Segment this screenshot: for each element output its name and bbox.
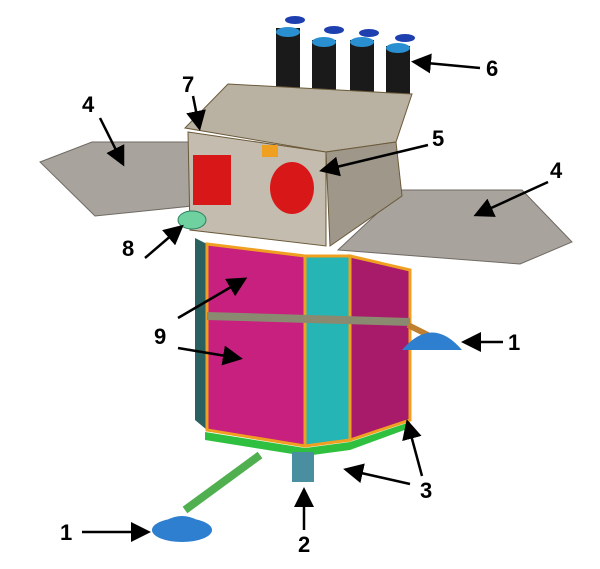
body-cyan-face [303, 254, 352, 448]
left-leg [182, 451, 263, 514]
callout-3: 3 [420, 478, 432, 503]
red-instrument [270, 162, 314, 214]
telescope-tubes [276, 16, 415, 101]
center-leg [292, 452, 314, 482]
instrument-frame-top [183, 83, 413, 153]
callout-2: 2 [298, 532, 310, 557]
callout-4-right: 4 [550, 158, 563, 183]
body-front-magenta [205, 242, 307, 448]
callout-1-left: 1 [60, 520, 72, 545]
solar-panel-left [39, 141, 193, 217]
callout-7: 7 [182, 72, 194, 97]
callout-5: 5 [432, 126, 444, 151]
callout-1-right: 1 [508, 330, 520, 355]
instrument-frame-side [325, 141, 403, 247]
red-panel [193, 155, 231, 205]
callout-8: 8 [122, 236, 134, 261]
callout-6: 6 [486, 56, 498, 81]
foot-right [402, 332, 462, 350]
callout-arrows [82, 53, 549, 542]
body-left-dark [195, 238, 207, 430]
body-right-magenta [348, 254, 412, 443]
right-leg [406, 322, 430, 338]
callout-4-left: 4 [82, 92, 95, 117]
green-component [177, 210, 207, 230]
callout-9: 9 [154, 324, 166, 349]
